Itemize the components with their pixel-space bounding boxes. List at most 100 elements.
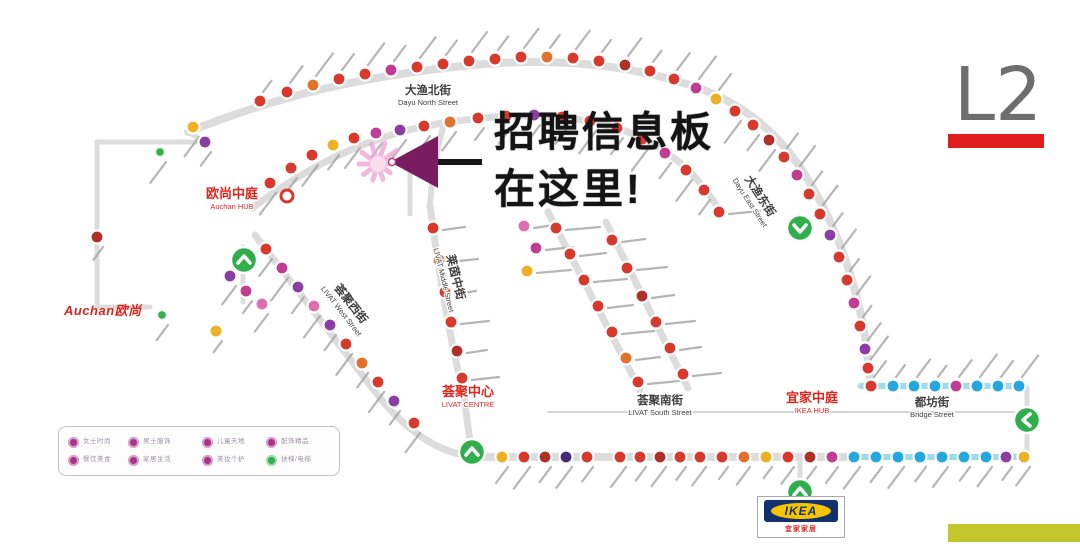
shop-label-stub [290, 295, 306, 315]
station-dot [435, 56, 451, 72]
shop-label-stub [626, 37, 643, 58]
shop-label-stub [470, 30, 489, 54]
shop-label-stub [592, 277, 629, 284]
legend-category-icon [266, 436, 277, 448]
shop-label-stub [522, 27, 540, 50]
station-dot [449, 343, 465, 359]
shop-label-stub [302, 314, 322, 339]
shop-label-stub [335, 352, 354, 376]
shop-label-stub [392, 44, 407, 63]
station-dot [304, 147, 320, 163]
station-dot [688, 80, 704, 96]
station-dot [745, 117, 761, 133]
station-dot [612, 449, 628, 465]
shop-label-stub [444, 39, 458, 57]
station-dot [386, 393, 402, 409]
walkway-path [94, 139, 208, 310]
shop-label-stub [650, 465, 668, 488]
station-dot [852, 318, 868, 334]
station-dot [822, 227, 838, 243]
shop-label-stub [388, 409, 402, 426]
shop-label-stub [635, 265, 669, 272]
shop-label-stub [824, 465, 840, 485]
shop-label-stub [691, 465, 708, 487]
label-zh: 荟聚南街 [636, 393, 683, 407]
shop-label-stub [183, 135, 201, 158]
shop-label-stub [848, 257, 861, 273]
shop-label-stub [600, 38, 613, 54]
station-dot [990, 378, 1006, 394]
arrow-head [390, 136, 438, 188]
station-dot [392, 122, 408, 138]
station-dot [652, 449, 668, 465]
station-dot [155, 308, 169, 322]
shop-label-stub [861, 304, 873, 319]
legend-category-icon [202, 436, 213, 448]
shop-label-stub [630, 147, 650, 172]
shop-label-stub [798, 144, 817, 168]
station-dot [812, 206, 828, 222]
station-dot [617, 57, 633, 73]
shop-label-stub [675, 52, 691, 72]
station-dot [370, 374, 386, 390]
station-dot [714, 449, 730, 465]
shop-label-stub [356, 371, 370, 389]
station-dot [383, 62, 399, 78]
escalator-node [785, 213, 815, 243]
ikea-logo-word: IKEA [784, 504, 818, 518]
station-dot [675, 366, 691, 382]
shop-label-stub [931, 465, 950, 489]
shop-label-stub [301, 163, 320, 187]
station-dot [885, 378, 901, 394]
shop-label-stub [866, 322, 882, 342]
shop-label-stub [958, 465, 972, 482]
shop-label-stub [976, 465, 994, 488]
shop-label-stub [855, 275, 872, 296]
station-dot [824, 449, 840, 465]
annotation-line2: 在这里! [494, 165, 643, 212]
legend-item: 女士时尚 [68, 436, 126, 448]
station-dot [368, 125, 384, 141]
shop-label-stub [261, 79, 273, 94]
station-dot [443, 314, 459, 330]
legend-item-label: 女士时尚 [83, 437, 111, 445]
station-dot [591, 53, 607, 69]
escalator-node [457, 437, 487, 467]
shop-label-stub [581, 465, 595, 483]
shop-label-stub [821, 184, 839, 207]
label-zh: 大渔北街 [405, 83, 451, 97]
station-dot [609, 120, 625, 136]
station-dot [558, 449, 574, 465]
shop-label-stub [314, 52, 334, 78]
shop-label-stub [894, 363, 907, 379]
station-dot [802, 449, 818, 465]
ikea-logo: IKEA [764, 500, 838, 522]
shop-label-stub [746, 133, 761, 152]
escalator-node [229, 245, 259, 275]
station-dot [562, 246, 578, 262]
shop-label-stub [658, 161, 673, 180]
shop-label-stub [831, 212, 844, 228]
station-dot [890, 449, 906, 465]
shop-label-stub [978, 353, 998, 379]
shop-label-stub [497, 124, 514, 145]
station-dot [619, 260, 635, 276]
station-dot [565, 50, 581, 66]
shop-label-stub [564, 225, 602, 232]
shop-label-stub [367, 390, 386, 414]
station-dot [604, 232, 620, 248]
legend-item: 男士服饰 [128, 436, 200, 448]
shop-label-stub [253, 312, 270, 333]
floor-badge: L2 [948, 58, 1048, 148]
corner-accent-bar [948, 524, 1080, 542]
station-dot [604, 324, 620, 340]
shop-label-stub [634, 465, 648, 482]
station-dot [306, 298, 322, 314]
shop-label-stub [578, 251, 608, 258]
station-dot [357, 66, 373, 82]
legend-category-icon [68, 454, 79, 466]
